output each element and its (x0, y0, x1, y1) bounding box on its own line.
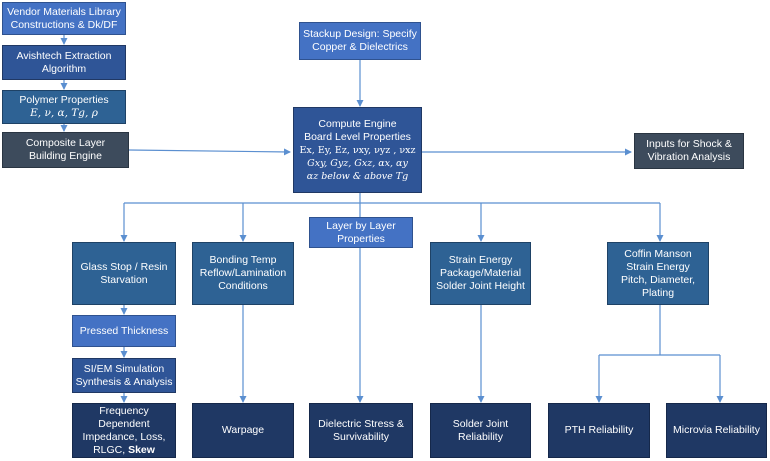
bonding-temp-box: Bonding Temp Reflow/Lamination Condition… (192, 242, 294, 305)
arrow-composite-compute (128, 148, 291, 156)
solder-line-2: Reliability (458, 430, 503, 443)
bonding-line-1: Bonding Temp (209, 254, 277, 266)
shock-line-2: Vibration Analysis (647, 151, 731, 163)
compute-line-5: αz below & above Tg (306, 170, 409, 182)
microvia-line-1: Microvia Reliability (673, 424, 760, 436)
avishtech-extraction-box: Avishtech Extraction Algorithm (2, 45, 126, 80)
stackup-line-1: Stackup Design: Specify (303, 28, 417, 40)
glass-line-1: Glass Stop / Resin (80, 260, 168, 273)
strain-line-2: Package/Material (439, 267, 522, 279)
freq-line-2: Dependent (98, 417, 150, 430)
avishtech-line-2: Algorithm (41, 62, 87, 75)
vendor-library-box: Vendor Materials Library Constructions &… (2, 2, 126, 35)
freq-line-1: Frequency (99, 404, 149, 417)
glass-stop-box: Glass Stop / Resin Starvation (72, 242, 176, 305)
frequency-impedance-box: Frequency Dependent Impedance, Loss, RLG… (72, 403, 176, 458)
bonding-line-3: Conditions (218, 280, 268, 292)
freq-rlgc-text: RLGC, (93, 443, 126, 456)
polymer-line-1: Polymer Properties (19, 94, 109, 106)
microvia-reliability-box: Microvia Reliability (666, 403, 767, 458)
stackup-line-2: Copper & Dielectrics (312, 41, 408, 53)
vendor-line-2: Constructions & Dk/DF (10, 18, 118, 31)
compute-line-1: Compute Engine (318, 117, 397, 130)
dielectric-stress-box: Dielectric Stress & Survivability (309, 403, 413, 458)
layer-line-1: Layer by Layer (326, 219, 396, 232)
si-em-simulation-box: SI/EM Simulation Synthesis & Analysis (72, 358, 176, 393)
polymer-line-2: E, ν, α, Tg, ρ (30, 107, 98, 119)
bonding-line-2: Reflow/Lamination (199, 267, 287, 279)
freq-line-4: RLGC, Skew (93, 444, 155, 457)
solder-line-1: Solder Joint (452, 417, 509, 430)
pressed-line-1: Pressed Thickness (79, 324, 169, 337)
strain-line-1: Strain Energy (448, 254, 513, 266)
coffin-line-1: Coffin Manson (624, 247, 692, 260)
strain-energy-box: Strain Energy Package/Material Solder Jo… (430, 242, 531, 305)
dielectric-line-1: Dielectric Stress & (318, 417, 404, 430)
coffin-line-3: Pitch, Diameter, (620, 273, 696, 286)
glass-line-2: Starvation (100, 273, 148, 286)
compute-line-3: Ex, Ey, Ez, νxy, νyz , νxz (299, 144, 416, 156)
freq-line-3: Impedance, Loss, (82, 430, 166, 443)
shock-vibration-box: Inputs for Shock & Vibration Analysis (634, 133, 744, 169)
layer-properties-box: Layer by Layer Properties (309, 217, 413, 248)
composite-layer-box: Composite Layer Building Engine (2, 132, 129, 168)
solder-joint-box: Solder Joint Reliability (430, 403, 531, 458)
sisim-line-2: Synthesis & Analysis (75, 375, 173, 388)
dielectric-line-2: Survivability (332, 430, 390, 443)
warpage-line-1: Warpage (221, 424, 265, 436)
pressed-thickness-box: Pressed Thickness (72, 315, 176, 347)
sisim-line-1: SI/EM Simulation (83, 362, 165, 375)
composite-line-1: Composite Layer (25, 137, 106, 149)
coffin-line-4: Plating (641, 286, 675, 299)
vendor-line-1: Vendor Materials Library (7, 5, 121, 18)
coffin-line-2: Strain Energy (626, 260, 690, 273)
pth-line-1: PTH Reliability (564, 424, 634, 436)
avishtech-line-1: Avishtech Extraction (16, 49, 112, 62)
layer-line-2: Properties (337, 232, 385, 245)
composite-line-2: Building Engine (29, 150, 102, 162)
strain-line-3: Solder Joint Height (436, 280, 525, 292)
warpage-box: Warpage (192, 403, 294, 458)
shock-line-1: Inputs for Shock & (646, 138, 732, 150)
compute-line-2: Board Level Properties (304, 130, 411, 143)
compute-line-4: Gxy, Gyz, Gxz, αx, αy (307, 157, 408, 169)
coffin-manson-box: Coffin Manson Strain Energy Pitch, Diame… (607, 242, 709, 305)
freq-skew-text: Skew (128, 443, 155, 456)
polymer-properties-box: Polymer Properties E, ν, α, Tg, ρ (2, 90, 126, 124)
stackup-design-box: Stackup Design: Specify Copper & Dielect… (299, 22, 421, 60)
compute-engine-box: Compute Engine Board Level Properties Ex… (293, 107, 422, 193)
pth-reliability-box: PTH Reliability (548, 403, 650, 458)
